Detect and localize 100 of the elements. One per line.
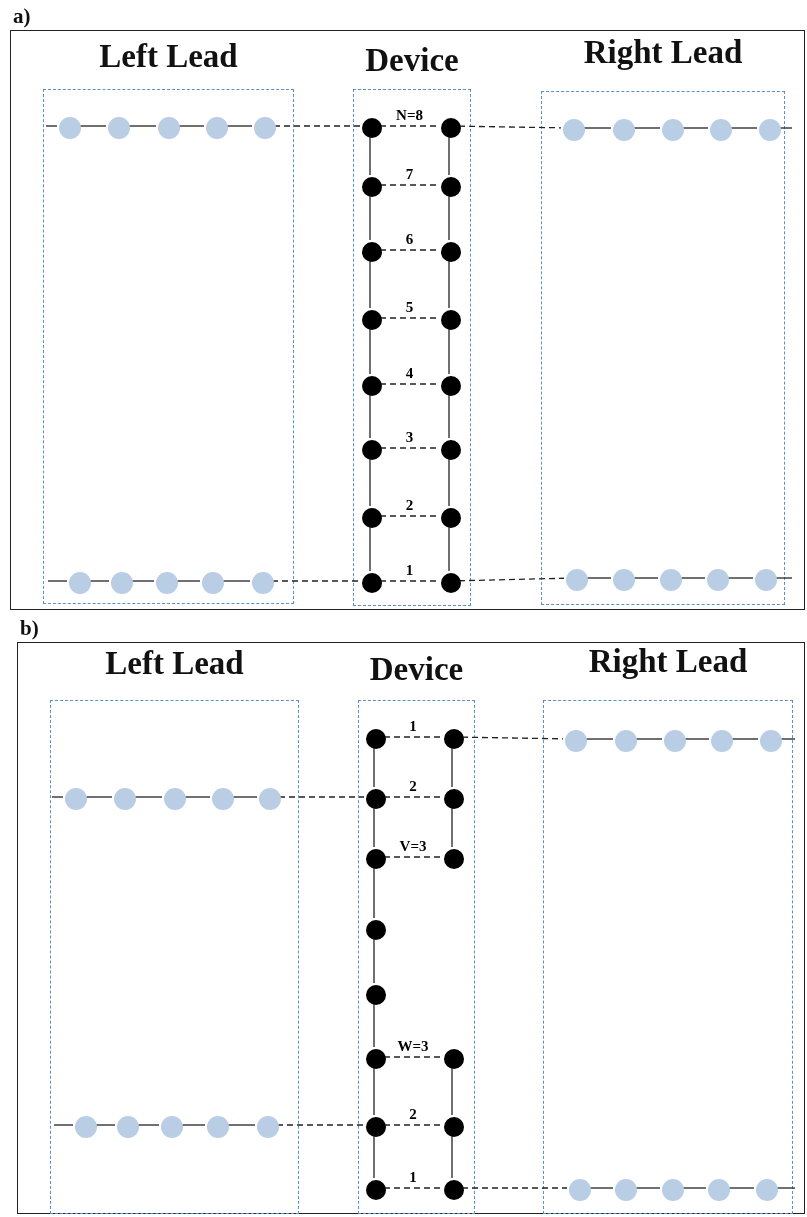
connector-line <box>53 1124 74 1126</box>
connector-line <box>369 259 371 309</box>
lead-site-dot <box>756 1179 778 1201</box>
connector-line <box>373 1066 375 1116</box>
device-site-dot <box>362 177 382 197</box>
edge-label: 2 <box>404 498 415 513</box>
lead-site-dot <box>759 119 781 141</box>
lead-site-dot <box>156 572 178 594</box>
lead-site-dot <box>755 569 777 591</box>
connector-line <box>451 806 453 848</box>
lead-site-dot <box>662 1179 684 1201</box>
connector-line <box>373 806 375 848</box>
region-heading: Right Lead <box>582 34 744 71</box>
edge-label: 2 <box>408 779 418 794</box>
device-site-dot <box>362 242 382 262</box>
device-site-dot <box>366 1180 386 1200</box>
connector-line <box>369 327 371 375</box>
connector-line <box>448 457 450 507</box>
lead-site-dot <box>613 569 635 591</box>
connector-line <box>373 1134 375 1179</box>
region-heading: Left Lead <box>104 645 245 682</box>
region-heading: Right Lead <box>587 643 749 680</box>
lead-site-dot <box>212 788 234 810</box>
device-site-dot <box>441 573 461 593</box>
lead-site-dot <box>257 1116 279 1138</box>
edge-label: 2 <box>408 1107 418 1122</box>
lead-site-dot <box>158 117 180 139</box>
lead-site-dot <box>660 569 682 591</box>
lead-site-dot <box>708 1179 730 1201</box>
device-site-dot <box>366 789 386 809</box>
device-site-dot <box>366 1049 386 1069</box>
connector-line <box>451 746 453 788</box>
edge-label: W=3 <box>396 1039 430 1054</box>
device-site-dot <box>444 1180 464 1200</box>
region-heading: Device <box>368 651 465 688</box>
lead-site-dot <box>760 730 782 752</box>
lead-site-dot <box>164 788 186 810</box>
device-site-dot <box>362 440 382 460</box>
device-site-dot <box>366 985 386 1005</box>
panel-label: a) <box>13 4 31 29</box>
connector-line <box>451 1066 453 1116</box>
region-heading: Device <box>364 42 460 79</box>
device-site-dot <box>441 118 461 138</box>
lead-site-dot <box>566 569 588 591</box>
lead-site-dot <box>711 730 733 752</box>
lead-site-dot <box>662 119 684 141</box>
device-site-dot <box>444 1049 464 1069</box>
device-site-dot <box>441 242 461 262</box>
lead-site-dot <box>207 1116 229 1138</box>
lead-site-dot <box>108 117 130 139</box>
connector-line <box>45 125 58 127</box>
lead-site-dot <box>259 788 281 810</box>
device-site-dot <box>444 849 464 869</box>
lead-site-dot <box>202 572 224 594</box>
connector-line <box>369 194 371 241</box>
device-site-dot <box>362 508 382 528</box>
device-site-dot <box>441 508 461 528</box>
device-site-dot <box>441 376 461 396</box>
lead-site-dot <box>114 788 136 810</box>
connector-line <box>448 259 450 309</box>
edge-label: 5 <box>404 300 415 315</box>
device-site-dot <box>444 789 464 809</box>
lead-site-dot <box>254 117 276 139</box>
lead-site-dot <box>615 730 637 752</box>
device-site-dot <box>441 440 461 460</box>
connector-line <box>369 393 371 439</box>
edge-label: N=8 <box>395 108 424 123</box>
connector-line <box>373 866 375 919</box>
edge-label: 4 <box>404 366 415 381</box>
device-site-dot <box>362 310 382 330</box>
connector-line <box>448 135 450 176</box>
connector-line <box>373 937 375 984</box>
device-site-dot <box>366 1117 386 1137</box>
edge-label: 1 <box>404 563 415 578</box>
device-site-dot <box>366 729 386 749</box>
lead-site-dot <box>707 569 729 591</box>
connector-line <box>448 194 450 241</box>
panel-label: b) <box>20 616 39 641</box>
lead-site-dot <box>252 572 274 594</box>
lead-site-dot <box>117 1116 139 1138</box>
connector-line <box>47 580 68 582</box>
lead-site-dot <box>565 730 587 752</box>
lead-site-dot <box>710 119 732 141</box>
device-site-dot <box>441 177 461 197</box>
device-site-dot <box>366 849 386 869</box>
lead-site-dot <box>161 1116 183 1138</box>
connector-line <box>369 525 371 572</box>
connector-line <box>448 525 450 572</box>
device-site-dot <box>362 118 382 138</box>
edge-label: 1 <box>408 719 418 734</box>
region-heading: Left Lead <box>98 38 239 75</box>
edge-label: 3 <box>404 430 415 445</box>
connector-line <box>448 327 450 375</box>
connector-line <box>51 796 64 798</box>
edge-label: V=3 <box>398 839 428 854</box>
device-site-dot <box>362 376 382 396</box>
connector-line <box>451 1134 453 1179</box>
lead-site-dot <box>65 788 87 810</box>
connector-line <box>448 393 450 439</box>
edge-label: 1 <box>408 1170 418 1185</box>
